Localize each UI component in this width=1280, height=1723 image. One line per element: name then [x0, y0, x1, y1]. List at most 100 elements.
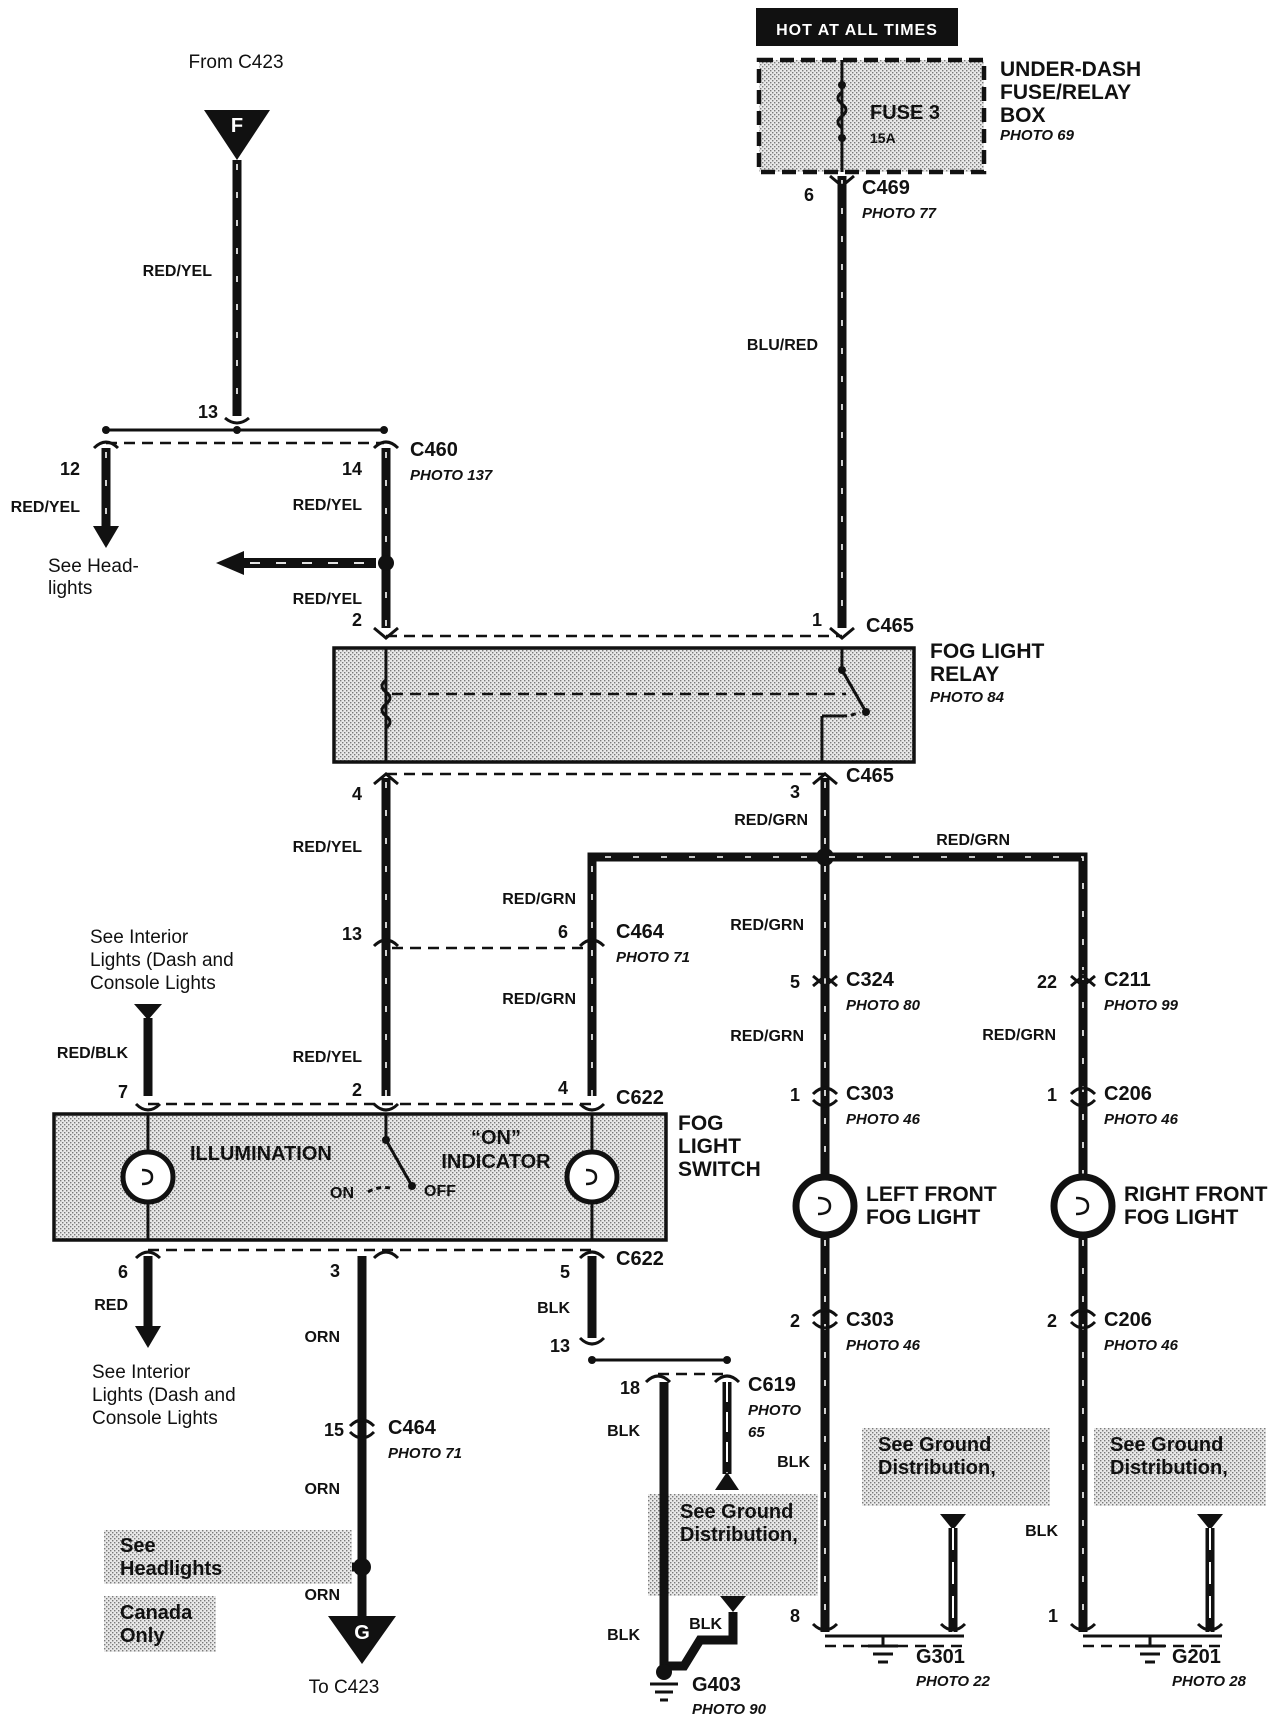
svg-text:RED/YEL: RED/YEL [143, 263, 213, 280]
ground-g201: 1 G201 PHOTO 28 [1048, 1606, 1247, 1690]
connector-c460: 13 12 14 C460 PHOTO 137 [60, 402, 493, 484]
svg-text:2: 2 [1047, 1311, 1057, 1331]
svg-text:ORN: ORN [304, 1587, 340, 1604]
svg-text:1: 1 [812, 610, 822, 630]
svg-text:See Head-: See Head- [48, 556, 139, 577]
svg-text:RED/YEL: RED/YEL [293, 839, 363, 856]
svg-text:BLK: BLK [777, 1454, 810, 1471]
svg-text:C464: C464 [616, 921, 665, 943]
svg-text:C619: C619 [748, 1374, 796, 1396]
svg-text:C303: C303 [846, 1083, 894, 1105]
svg-text:PHOTO 90: PHOTO 90 [692, 1701, 767, 1718]
svg-text:OFF: OFF [424, 1183, 456, 1200]
svg-text:FOG: FOG [678, 1112, 724, 1135]
svg-text:BLK: BLK [537, 1300, 570, 1317]
svg-text:LIGHT: LIGHT [678, 1135, 741, 1158]
svg-text:“ON”: “ON” [471, 1127, 521, 1149]
svg-text:RELAY: RELAY [930, 663, 999, 686]
svg-text:18: 18 [620, 1378, 640, 1398]
svg-text:ORN: ORN [304, 1481, 340, 1498]
svg-text:FOG LIGHT: FOG LIGHT [1124, 1206, 1238, 1229]
svg-text:BLK: BLK [1025, 1523, 1058, 1540]
svg-text:LEFT FRONT: LEFT FRONT [866, 1183, 997, 1206]
svg-text:ILLUMINATION: ILLUMINATION [190, 1143, 332, 1165]
svg-text:5: 5 [560, 1262, 570, 1282]
red-grn-distribution: RED/GRN RED/GRN RED/GRN 6 C464 PHOTO 71 … [502, 778, 1179, 1198]
svg-text:RED/GRN: RED/GRN [734, 812, 808, 829]
svg-text:13: 13 [550, 1336, 570, 1356]
svg-text:2: 2 [352, 610, 362, 630]
svg-text:PHOTO 69: PHOTO 69 [1000, 127, 1075, 144]
svg-text:C211: C211 [1104, 969, 1151, 991]
svg-text:lights: lights [48, 578, 92, 599]
svg-text:Distribution,: Distribution, [680, 1524, 798, 1546]
svg-text:PHOTO 80: PHOTO 80 [846, 997, 921, 1014]
svg-text:C465: C465 [846, 765, 894, 787]
svg-text:6: 6 [118, 1262, 128, 1282]
connector-ticks [92, 416, 1097, 1108]
svg-text:C206: C206 [1104, 1083, 1152, 1105]
svg-text:PHOTO 46: PHOTO 46 [1104, 1111, 1179, 1128]
svg-text:RED/YEL: RED/YEL [293, 497, 363, 514]
fog-light-switch: 7 2 4 C622 ILLUMINATION ON OFF “ON” INDI… [52, 1078, 761, 1270]
svg-text:FOG LIGHT: FOG LIGHT [866, 1206, 980, 1229]
svg-text:RED/GRN: RED/GRN [502, 891, 576, 908]
hot-at-all-times-banner: HOT AT ALL TIMES [756, 8, 958, 46]
svg-text:SWITCH: SWITCH [678, 1158, 761, 1181]
orn-wire: 3 ORN 15 C464 PHOTO 71 ORN ORN ORN G To … [244, 1256, 462, 1698]
svg-text:RED/GRN: RED/GRN [982, 1027, 1056, 1044]
svg-text:1: 1 [790, 1085, 800, 1105]
svg-text:FOG LIGHT: FOG LIGHT [930, 640, 1044, 663]
svg-text:C206: C206 [1104, 1309, 1152, 1331]
svg-text:RED/GRN: RED/GRN [502, 991, 576, 1008]
svg-text:PHOTO 46: PHOTO 46 [846, 1111, 921, 1128]
svg-text:3: 3 [330, 1261, 340, 1281]
see-headlights-box: See Headlights [104, 1530, 352, 1584]
svg-text:65: 65 [748, 1424, 765, 1441]
svg-text:G: G [354, 1622, 370, 1644]
from-c423-flag: From C423 F [188, 52, 284, 160]
svg-text:ON: ON [330, 1185, 354, 1202]
svg-text:BLU/RED: BLU/RED [747, 337, 818, 354]
svg-text:1: 1 [1048, 1606, 1058, 1626]
svg-text:BLK: BLK [689, 1616, 722, 1633]
svg-text:PHOTO 71: PHOTO 71 [388, 1445, 462, 1462]
blk-wire-g403: 5 BLK 13 18 C619 PHOTO 65 BLK See Ground… [537, 1256, 818, 1718]
svg-text:C303: C303 [846, 1309, 894, 1331]
svg-text:UNDER-DASH: UNDER-DASH [1000, 58, 1141, 81]
svg-text:C324: C324 [846, 969, 895, 991]
ground-g301: 8 G301 PHOTO 22 [790, 1606, 991, 1690]
svg-text:Distribution,: Distribution, [878, 1457, 996, 1479]
svg-text:See Ground: See Ground [680, 1501, 793, 1523]
svg-text:13: 13 [198, 402, 218, 422]
red-yel-wire-relay-to-switch: RED/YEL 13 RED/YEL [293, 778, 588, 1096]
under-dash-fuse-relay-box: FUSE 3 15A UNDER-DASH FUSE/RELAY BOX PHO… [756, 57, 1141, 175]
svg-text:RED/GRN: RED/GRN [730, 917, 804, 934]
svg-text:12: 12 [60, 459, 80, 479]
svg-text:Lights (Dash and: Lights (Dash and [90, 950, 234, 971]
red-yel-wire-c460-to-relay: RED/YEL RED/YEL [216, 448, 394, 628]
svg-text:6: 6 [804, 185, 814, 205]
svg-text:Headlights: Headlights [120, 1558, 222, 1580]
left-front-fog-light: LEFT FRONT FOG LIGHT 2 C303 PHOTO 46 [790, 1173, 997, 1632]
svg-text:FUSE/RELAY: FUSE/RELAY [1000, 81, 1131, 104]
right-front-fog-light: RIGHT FRONT FOG LIGHT 2 C206 PHOTO 46 BL… [1025, 1173, 1268, 1632]
svg-text:PHOTO 84: PHOTO 84 [930, 689, 1005, 706]
svg-text:BOX: BOX [1000, 104, 1046, 127]
red-blk-wire: See Interior Lights (Dash and Console Li… [57, 927, 234, 1096]
svg-text:RED/YEL: RED/YEL [293, 1049, 363, 1066]
svg-text:To C423: To C423 [309, 1677, 380, 1698]
svg-text:G301: G301 [916, 1646, 965, 1668]
svg-text:From C423: From C423 [188, 52, 283, 73]
svg-text:Console Lights: Console Lights [92, 1408, 218, 1429]
svg-text:BLK: BLK [607, 1423, 640, 1440]
svg-text:ORN: ORN [304, 1329, 340, 1346]
svg-text:G403: G403 [692, 1674, 741, 1696]
svg-text:C460: C460 [410, 439, 458, 461]
see-ground-left-box: See Ground Distribution, [862, 1428, 1050, 1632]
svg-text:8: 8 [790, 1606, 800, 1626]
svg-text:C622: C622 [616, 1248, 664, 1270]
svg-text:PHOTO 77: PHOTO 77 [862, 205, 937, 222]
fog-light-relay: 2 1 C465 FOG LIGHT RELAY PHOTO 84 C465 4… [332, 610, 1044, 804]
